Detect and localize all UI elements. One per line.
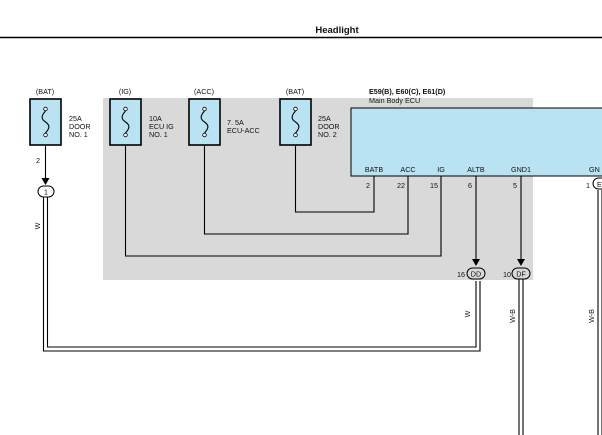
wire-color-gnd: W-B	[508, 309, 517, 323]
fuse-1-pin: 2	[36, 156, 40, 165]
ecu-connectors: E59(B), E60(C), E61(D)	[369, 87, 446, 96]
fuse-2-name: ECU IG	[149, 122, 174, 131]
svg-text:E: E	[597, 180, 602, 189]
fuse-4-number: NO. 2	[318, 130, 337, 139]
altb-arrow-icon	[472, 259, 480, 266]
ecu-pin-label-acc: ACC	[400, 165, 415, 174]
fuse-2-rating: 10A	[149, 114, 162, 123]
fuse-1-symbol	[41, 106, 50, 138]
ecu-pin-num-batb: 2	[366, 181, 370, 190]
fuse-3-rating: 7. 5A	[227, 118, 244, 127]
ecu-pin-label-gnd1: GND1	[511, 165, 531, 174]
wire-color-altb: W	[463, 310, 472, 317]
wire-acc	[203, 145, 409, 235]
fuse-1-number: NO. 1	[69, 130, 88, 139]
fuse-4-source: (BAT)	[286, 87, 304, 96]
ecu-pin-label-altb: ALTB	[467, 165, 485, 174]
fuse-2-source: (IG)	[119, 87, 131, 96]
fuse-4-symbol	[291, 106, 300, 138]
fuse-3-name: ECU-ACC	[227, 126, 260, 135]
fuse-1-arrow-icon	[41, 178, 50, 185]
gnd1-arrow-icon	[517, 259, 525, 266]
fuse-4-name: DOOR	[318, 122, 340, 131]
junction-dd: DD	[466, 267, 486, 280]
fuse-2-number: NO. 1	[149, 130, 168, 139]
svg-text:DD: DD	[471, 270, 481, 279]
svg-text:DF: DF	[516, 270, 526, 279]
ecu-box	[350, 107, 602, 177]
ecu-pin-num-gn: 1	[586, 181, 590, 190]
fuse-2-symbol	[121, 106, 130, 138]
fuse-1-name: DOOR	[69, 122, 91, 131]
junction-1: 1	[37, 185, 55, 198]
junction-df-pin: 10	[503, 270, 511, 279]
fuse-4-rating: 25A	[318, 114, 331, 123]
fuse-3-source: (ACC)	[194, 87, 214, 96]
ecu-pin-label-gn: GN	[589, 165, 600, 174]
wire-color-right: W-B	[587, 309, 596, 323]
wire-w-outer	[42, 197, 481, 352]
diagram-title: Headlight	[315, 25, 359, 36]
wire-w-inner	[46, 197, 477, 348]
wire-ig	[124, 145, 442, 257]
fuse-1-rating: 25A	[69, 114, 82, 123]
ecu-pin-num-altb: 6	[468, 181, 472, 190]
junction-df: DF	[511, 267, 531, 280]
ecu-name: Main Body ECU	[369, 96, 420, 105]
svg-text:1: 1	[44, 188, 48, 197]
ecu-pin-num-gnd1: 5	[513, 181, 517, 190]
ecu-gn-connector-badge: E	[592, 177, 602, 190]
ecu-pin-num-ig: 15	[430, 181, 438, 190]
fuse-3-symbol	[200, 106, 209, 138]
ecu-pin-label-ig: IG	[437, 165, 445, 174]
wire-batb	[294, 145, 375, 213]
ecu-pin-num-acc: 22	[397, 181, 405, 190]
fuse-1-source: (BAT)	[36, 87, 54, 96]
wire-color-left: W	[33, 222, 42, 229]
ecu-pin-label-batb: BATB	[365, 165, 383, 174]
junction-dd-pin: 16	[457, 270, 465, 279]
